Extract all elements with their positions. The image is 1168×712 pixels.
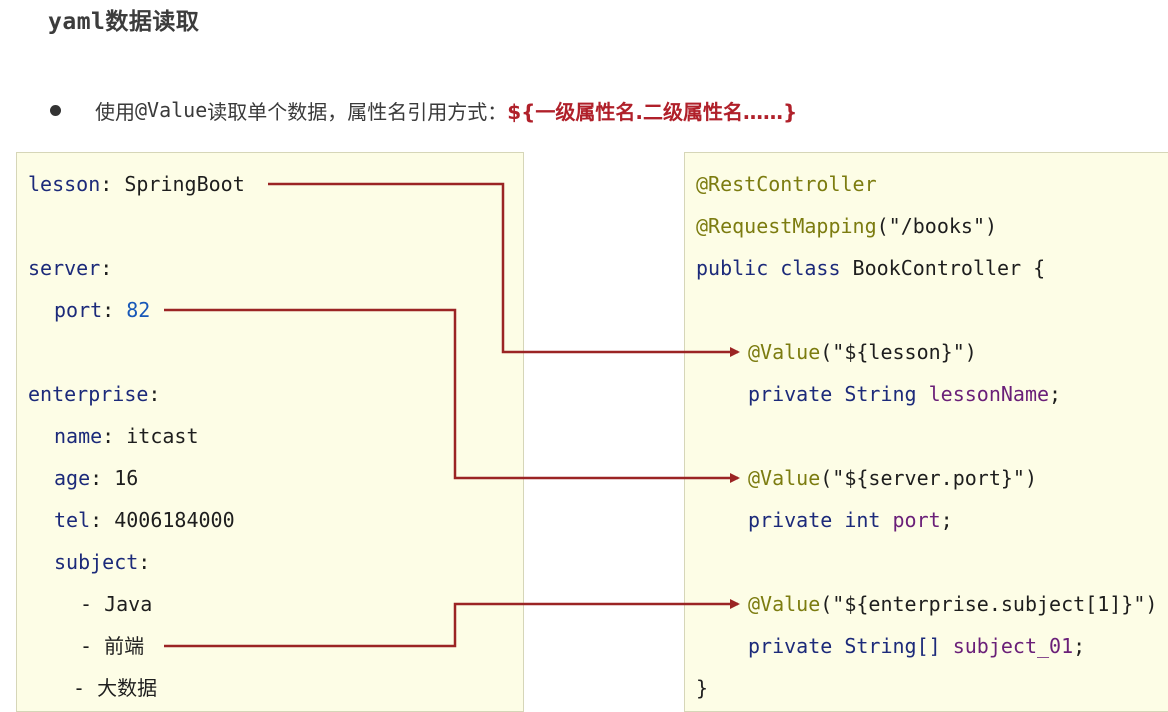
yaml-line-lesson: lesson: SpringBoot [28,172,245,196]
bullet-code-value: @Value [135,98,208,122]
bullet-dot-icon [50,104,61,116]
yaml-line-enterprise: enterprise: [28,382,161,406]
java-line-field-port: private int port; [748,508,953,532]
java-line-field-lessonname: private String lessonName; [748,382,1062,406]
java-line-field-subject: private String[] subject_01; [748,634,1086,658]
yaml-line-tel: tel: 4006184000 [54,508,235,532]
java-line-value-lesson: @Value("${lesson}") [748,340,977,364]
yaml-line-subject-item: - 前端 [80,634,145,658]
yaml-line-port: port: 82 [54,298,151,322]
bullet-point: 使用 @Value 读取单个数据，属性名引用方式： ${一级属性名.二级属性名…… [50,93,797,127]
java-line-closing-brace: } [696,676,709,700]
java-code-panel: @RestController @RequestMapping("/books"… [684,152,1168,712]
java-line-class-decl: public class BookController { [696,256,1046,280]
yaml-line-name: name: itcast [54,424,199,448]
yaml-code-panel: lesson: SpringBoot server: port: 82 ente… [16,152,524,712]
yaml-line-subject-item: - Java [80,592,153,616]
java-line-restcontroller: @RestController [696,172,877,196]
page-title: yaml数据读取 [48,9,200,35]
bullet-middle: 读取单个数据，属性名引用方式： [207,99,508,124]
yaml-line-subject-item: - 大数据 [73,676,158,700]
yaml-line-subject: subject: [54,550,151,574]
bullet-highlight: ${一级属性名.二级属性名……} [507,99,798,124]
java-line-requestmapping: @RequestMapping("/books") [696,214,998,238]
yaml-line-server: server: [28,256,113,280]
java-line-value-subject: @Value("${enterprise.subject[1]}") [748,592,1158,616]
java-line-value-port: @Value("${server.port}") [748,466,1037,490]
yaml-line-age: age: 16 [54,466,139,490]
bullet-prefix: 使用 [95,99,135,124]
